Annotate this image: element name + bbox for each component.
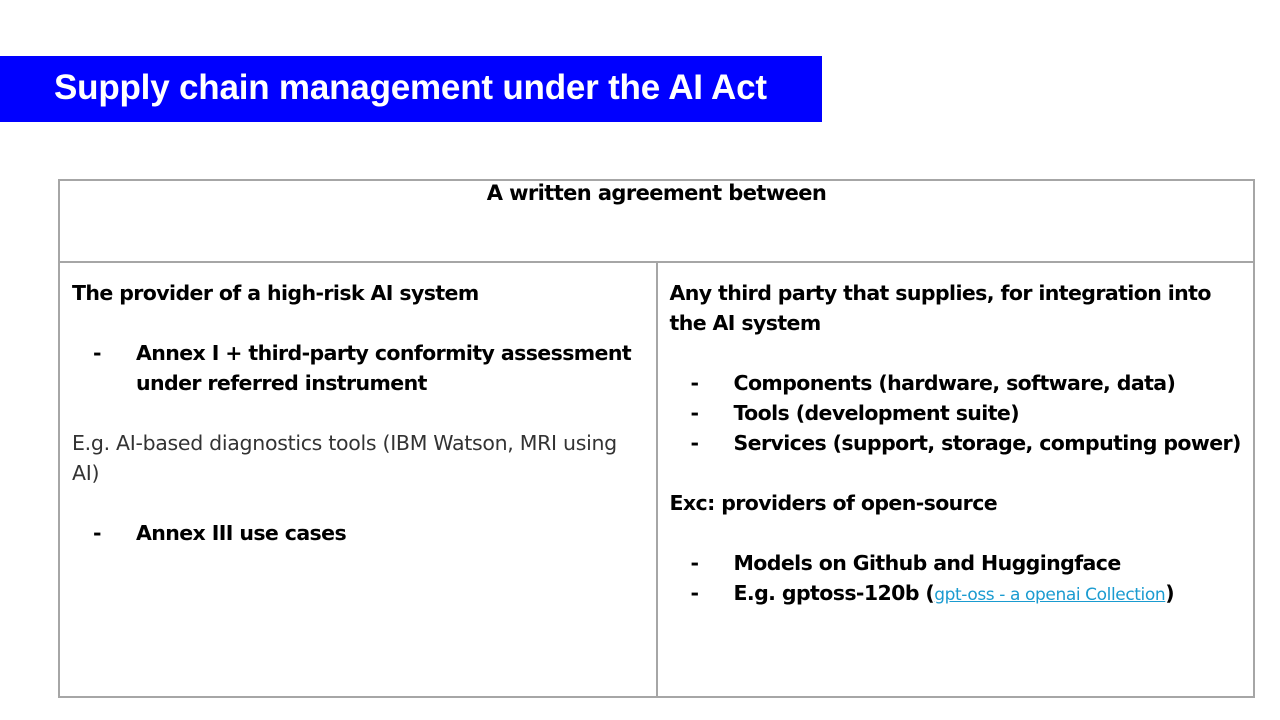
dash-bullet-icon: -	[93, 521, 102, 545]
list-item-text: Annex I + third-party conformity assessm…	[136, 341, 632, 395]
dash-bullet-icon: -	[690, 371, 700, 395]
third-party-heading: Any third party that supplies, for integ…	[669, 281, 1212, 335]
list-item-text: Tools (development suite)	[733, 401, 1020, 425]
list-item: - Components (hardware, software, data)	[670, 368, 1242, 398]
list-item: - Annex I + third-party conformity assess…	[72, 338, 644, 398]
third-party-list-1: - Components (hardware, software, data) -…	[670, 368, 1242, 458]
dash-bullet-icon: -	[690, 431, 700, 455]
dash-bullet-icon: -	[93, 341, 102, 365]
list-item: - Tools (development suite)	[670, 398, 1242, 428]
provider-heading: The provider of a high-risk AI system	[72, 281, 479, 305]
provider-cell: The provider of a high-risk AI system - A…	[58, 261, 658, 698]
list-item: - Models on Github and Huggingface	[670, 548, 1242, 578]
list-item-text: Services (support, storage, computing po…	[733, 431, 1242, 455]
list-item: - Services (support, storage, computing p…	[670, 428, 1242, 458]
provider-example: E.g. AI-based diagnostics tools (IBM Wat…	[72, 431, 617, 485]
dash-bullet-icon: -	[690, 581, 700, 605]
list-item: - E.g. gptoss-120b (gpt-oss - a openai Co…	[670, 578, 1242, 610]
table-header: A written agreement between	[58, 179, 1255, 263]
third-party-list-2: - Models on Github and Huggingface - E.g. …	[670, 548, 1242, 610]
dash-bullet-icon: -	[690, 551, 700, 575]
slide-title: Supply chain management under the AI Act	[54, 68, 767, 107]
list-item-text-suffix: )	[1165, 581, 1175, 605]
title-banner: Supply chain management under the AI Act	[0, 56, 822, 122]
agreement-table: A written agreement between The provider…	[58, 179, 1255, 698]
provider-list-2: - Annex III use cases	[72, 518, 644, 548]
list-item-text: Models on Github and Huggingface	[733, 551, 1122, 575]
list-item-text: Annex III use cases	[136, 521, 347, 545]
gpt-oss-collection-link[interactable]: gpt-oss - a openai Collection	[934, 585, 1166, 605]
list-item-text: Components (hardware, software, data)	[733, 371, 1176, 395]
provider-list-1: - Annex I + third-party conformity assess…	[72, 338, 644, 398]
third-party-cell: Any third party that supplies, for integ…	[655, 261, 1255, 698]
dash-bullet-icon: -	[690, 401, 700, 425]
list-item-text: E.g. gptoss-120b (	[733, 581, 935, 605]
exception-text: Exc: providers of open-source	[669, 491, 998, 515]
list-item: - Annex III use cases	[72, 518, 644, 548]
